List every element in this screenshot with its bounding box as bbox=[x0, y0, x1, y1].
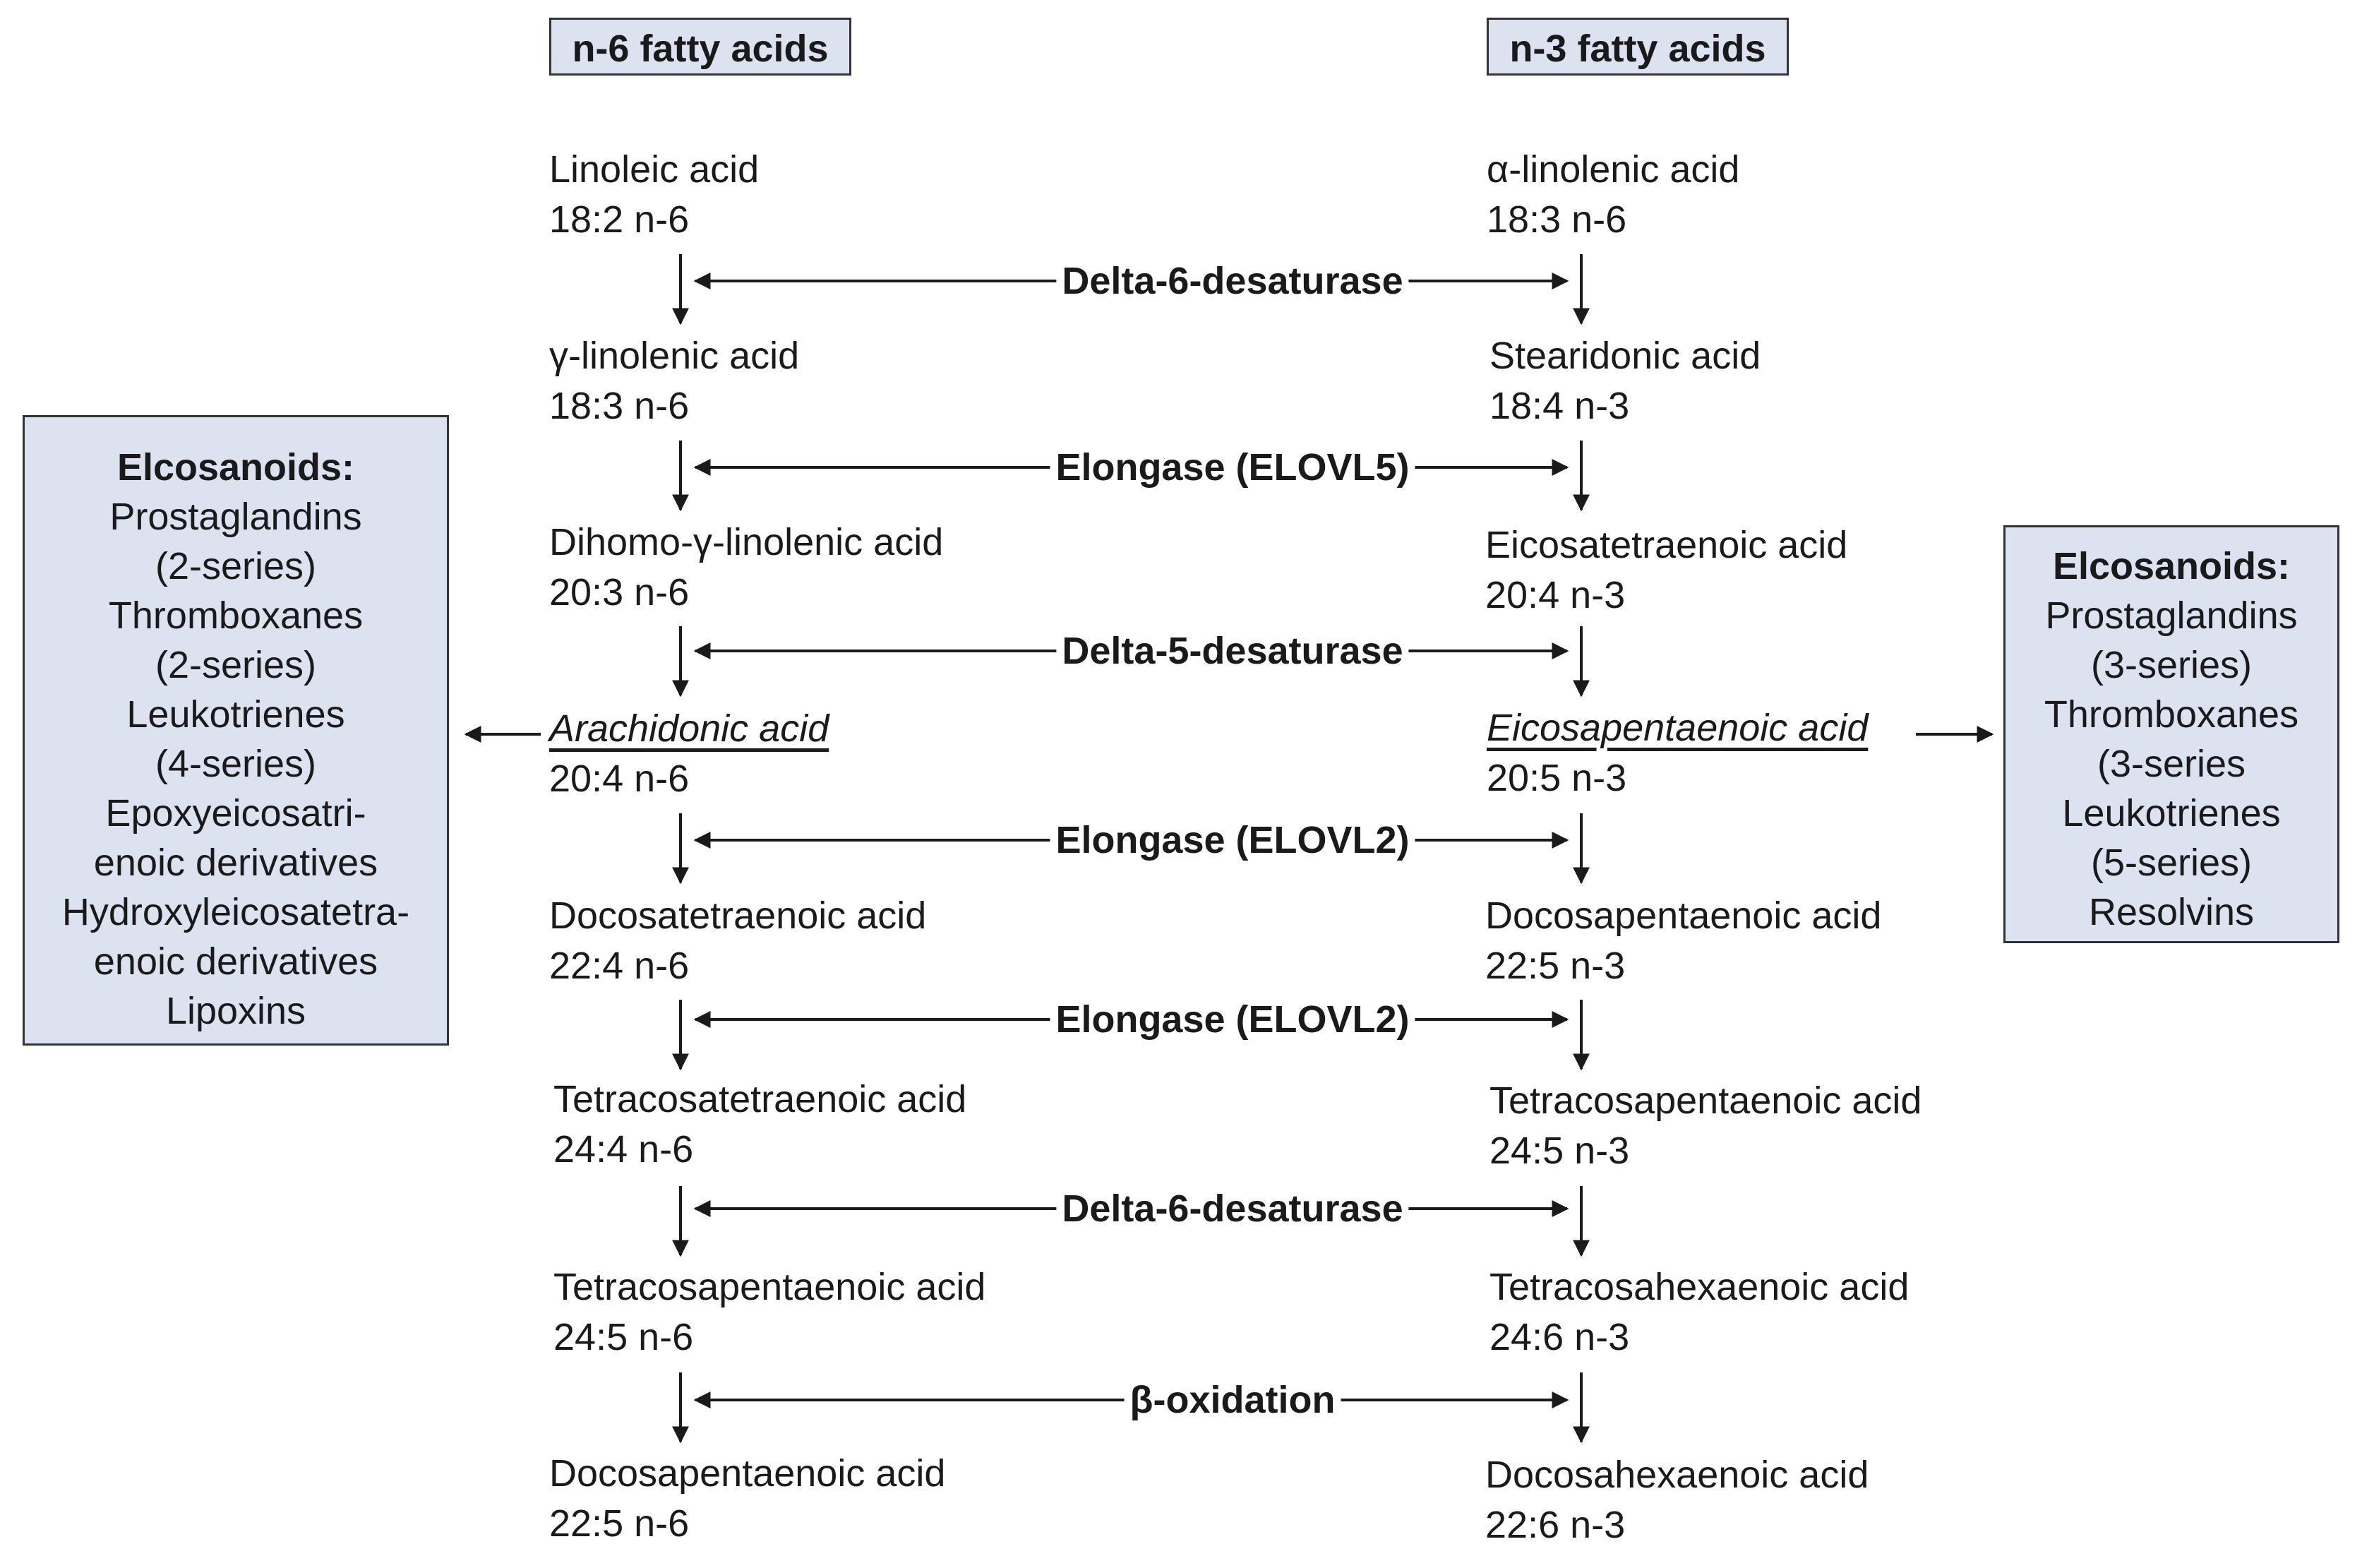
acid-formula: 20:5 n-3 bbox=[1487, 757, 1627, 799]
eicosanoid-item: Hydroxyleicosatetra- bbox=[61, 891, 410, 933]
acid-formula: 20:4 n-3 bbox=[1485, 574, 1626, 616]
eicosanoid-item: Prostaglandins bbox=[2045, 594, 2298, 637]
eicosanoid-item: Resolvins bbox=[2088, 891, 2255, 933]
n3-acid-alpha-linolenic: α-linolenic acid 18:3 n-6 bbox=[1487, 145, 1739, 245]
acid-formula: 22:5 n-6 bbox=[549, 1502, 690, 1545]
acid-name: Arachidonic acid bbox=[549, 707, 829, 750]
n6-header: n-6 fatty acids bbox=[549, 18, 851, 76]
n3-acid-docosahexaenoic: Docosahexaenoic acid 22:6 n-3 bbox=[1485, 1450, 1869, 1550]
acid-formula: 20:3 n-6 bbox=[549, 571, 690, 614]
acid-name: Tetracosahexaenoic acid bbox=[1489, 1266, 1910, 1308]
enzyme-label-3: Delta-5-desaturase bbox=[1056, 630, 1409, 672]
eicosanoid-item: Thromboxanes bbox=[2044, 693, 2299, 736]
eicosanoids-title: Elcosanoids: bbox=[116, 446, 355, 489]
acid-name: γ-linolenic acid bbox=[549, 335, 800, 377]
n6-acid-docosapentaenoic: Docosapentaenoic acid 22:5 n-6 bbox=[549, 1449, 945, 1549]
acid-name: Tetracosapentaenoic acid bbox=[553, 1266, 986, 1308]
eicosanoid-item: (3-series) bbox=[2090, 644, 2253, 686]
n3-acid-docosapentaenoic: Docosapentaenoic acid 22:5 n-3 bbox=[1485, 891, 1881, 991]
acid-formula: 22:4 n-6 bbox=[549, 945, 690, 987]
acid-name: Docosahexaenoic acid bbox=[1485, 1454, 1869, 1496]
n3-acid-stearidonic: Stearidonic acid 18:4 n-3 bbox=[1489, 331, 1761, 431]
acid-formula: 18:3 n-6 bbox=[549, 385, 690, 427]
eicosanoid-item: (2-series) bbox=[155, 644, 317, 686]
n3-eicosanoids-box: Elcosanoids: Prostaglandins (3-series) T… bbox=[2003, 525, 2339, 943]
eicosanoid-item: (2-series) bbox=[155, 545, 317, 587]
n3-acid-tetracosahexaenoic: Tetracosahexaenoic acid 24:6 n-3 bbox=[1489, 1262, 1909, 1363]
n3-acid-eicosatetraenoic: Eicosatetraenoic acid 20:4 n-3 bbox=[1485, 520, 1847, 621]
enzyme-label-5: Elongase (ELOVL2) bbox=[1050, 998, 1415, 1041]
acid-name: Docosapentaenoic acid bbox=[549, 1452, 946, 1495]
n3-header: n-3 fatty acids bbox=[1487, 18, 1789, 76]
enzyme-label-4: Elongase (ELOVL2) bbox=[1050, 819, 1415, 861]
eicosanoid-item: Leukotrienes bbox=[2062, 792, 2281, 834]
acid-name: Eicosapentaenoic acid bbox=[1487, 707, 1869, 749]
eicosanoid-item: Lipoxins bbox=[165, 990, 306, 1032]
eicosanoid-item: (3-series bbox=[2097, 743, 2246, 785]
enzyme-label-7: β-oxidation bbox=[1124, 1379, 1341, 1421]
eicosanoid-item: Prostaglandins bbox=[109, 496, 362, 538]
acid-formula: 24:4 n-6 bbox=[553, 1128, 694, 1171]
eicosanoids-title: Elcosanoids: bbox=[2052, 545, 2291, 587]
acid-name: Docosatetraenoic acid bbox=[549, 894, 927, 937]
acid-formula: 18:2 n-6 bbox=[549, 198, 690, 241]
acid-name: Stearidonic acid bbox=[1489, 335, 1761, 377]
acid-name: Linoleic acid bbox=[549, 148, 760, 191]
eicosanoid-item: enoic derivatives bbox=[93, 940, 378, 983]
acid-name: Tetracosapentaenoic acid bbox=[1489, 1079, 1922, 1122]
n6-acid-tetracosapentaenoic: Tetracosapentaenoic acid 24:5 n-6 bbox=[553, 1262, 985, 1363]
n3-acid-eicosapentaenoic: Eicosapentaenoic acid 20:5 n-3 bbox=[1487, 703, 1868, 803]
n6-acid-tetracosatetraenoic: Tetracosatetraenoic acid 24:4 n-6 bbox=[553, 1075, 966, 1175]
acid-formula: 22:5 n-3 bbox=[1485, 945, 1626, 987]
acid-name: Docosapentaenoic acid bbox=[1485, 894, 1882, 937]
eicosanoid-item: enoic derivatives bbox=[93, 842, 378, 884]
acid-formula: 20:4 n-6 bbox=[549, 758, 690, 800]
acid-name: Dihomo-γ-linolenic acid bbox=[549, 521, 944, 563]
acid-formula: 18:4 n-3 bbox=[1489, 385, 1630, 427]
acid-formula: 24:5 n-3 bbox=[1489, 1130, 1630, 1172]
acid-name: α-linolenic acid bbox=[1487, 148, 1740, 191]
n6-acid-docosatetraenoic: Docosatetraenoic acid 22:4 n-6 bbox=[549, 891, 926, 991]
eicosanoid-item: (4-series) bbox=[155, 743, 317, 785]
enzyme-label-6: Delta-6-desaturase bbox=[1056, 1187, 1409, 1230]
n6-acid-dihomo-gamma-linolenic: Dihomo-γ-linolenic acid 20:3 n-6 bbox=[549, 517, 943, 618]
eicosanoid-item: Thromboxanes bbox=[108, 594, 364, 637]
enzyme-label-2: Elongase (ELOVL5) bbox=[1050, 446, 1415, 489]
n3-acid-tetracosapentaenoic: Tetracosapentaenoic acid 24:5 n-3 bbox=[1489, 1076, 1922, 1176]
acid-name: Tetracosatetraenoic acid bbox=[553, 1078, 967, 1120]
n6-acid-gamma-linolenic: γ-linolenic acid 18:3 n-6 bbox=[549, 331, 799, 431]
acid-formula: 22:6 n-3 bbox=[1485, 1504, 1626, 1546]
acid-formula: 24:6 n-3 bbox=[1489, 1316, 1630, 1358]
acid-formula: 24:5 n-6 bbox=[553, 1316, 694, 1358]
acid-name: Eicosatetraenoic acid bbox=[1485, 524, 1848, 566]
enzyme-label-1: Delta-6-desaturase bbox=[1056, 260, 1409, 302]
eicosanoid-item: Epoxyeicosatri- bbox=[105, 792, 366, 834]
n6-acid-linoleic: Linoleic acid 18:2 n-6 bbox=[549, 145, 759, 245]
n6-eicosanoids-box: Elcosanoids: Prostaglandins (2-series) T… bbox=[23, 415, 449, 1046]
eicosanoid-item: (5-series) bbox=[2090, 842, 2253, 884]
acid-formula: 18:3 n-6 bbox=[1487, 198, 1627, 241]
n6-acid-arachidonic: Arachidonic acid 20:4 n-6 bbox=[549, 704, 829, 804]
eicosanoid-item: Leukotrienes bbox=[126, 693, 345, 736]
